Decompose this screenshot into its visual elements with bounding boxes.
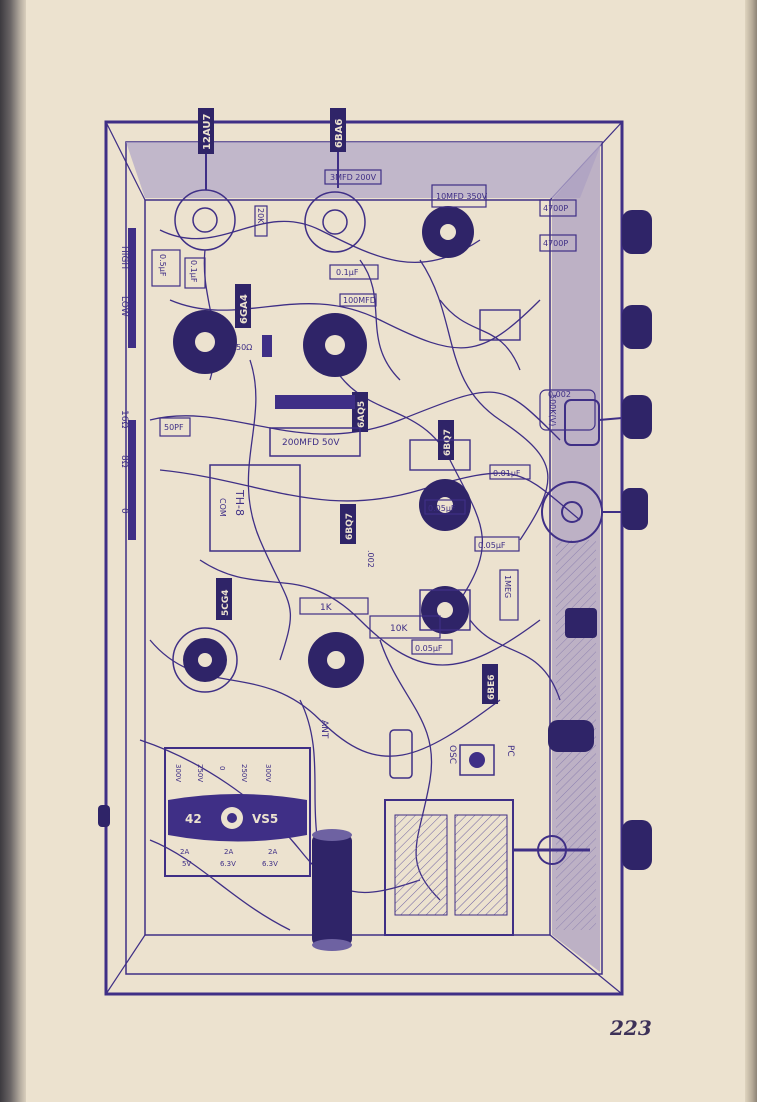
res-1meg: 1MEG (503, 575, 512, 598)
power-transformer-model: VS5 (252, 812, 278, 826)
pt-zero: 0 (218, 766, 226, 770)
pt-300v-a: 300V (174, 764, 182, 782)
tube-label-6ga4: 6GA4 (239, 294, 250, 324)
cap-100mfd: 100MFD (343, 296, 376, 305)
tube-socket-6bq7-top (422, 206, 474, 258)
cap-0-05uf-c: 0.05µF (415, 644, 443, 653)
pt-250v-a: 250V (196, 764, 204, 782)
page-edge (745, 0, 757, 1102)
res-50-ohm: 50Ω (236, 343, 252, 352)
label-zero: 0 (119, 508, 129, 514)
page-number: 223 (610, 1016, 652, 1040)
cap-002: .002 (366, 550, 375, 568)
cap-0-05uf-a: 0.05µF (428, 504, 456, 513)
label-high: HIGH (119, 246, 129, 269)
cap-0-5uf: 0.5µF (158, 254, 167, 277)
pt-2a-a: 2A (180, 848, 189, 856)
output-transformer-com: COM (218, 498, 227, 517)
cap-0-1uf-a: 0.1µF (189, 260, 198, 283)
tube-socket-6gaa (173, 310, 237, 374)
tube-label-6bq7-second: 6BQ7 (345, 513, 355, 540)
pt-6-3v-b: 6.3V (262, 860, 278, 868)
pt-5v: 5V (182, 860, 191, 868)
tube-socket-12au7 (174, 189, 236, 251)
tube-label-6aq5: 6AQ5 (357, 401, 367, 428)
book-binding-shadow (0, 0, 26, 1102)
power-transformer: 42 VS5 300V 250V 0 250V 300V 2A 2A 2A 5V… (164, 747, 311, 877)
label-osc: OSC (447, 745, 457, 764)
pt-250v-b: 250V (240, 764, 248, 782)
tube-tag-6bqc: 6BQ7 (340, 504, 356, 544)
tube-label-6ba6-top: 6BA6 (334, 119, 345, 148)
pt-2a-c: 2A (268, 848, 277, 856)
tube-socket-6ba6-lower (421, 586, 469, 634)
res-20k: 20K (256, 208, 265, 224)
label-8-ohm: 8Ω (119, 455, 129, 468)
tube-socket-6bq7-mid (419, 479, 471, 531)
filter-capacitor (312, 829, 352, 951)
pt-6-3v-a: 6.3V (220, 860, 236, 868)
tuning-capacitor (384, 799, 590, 936)
power-transformer-number: 42 (185, 812, 202, 826)
output-transformer-label: TH-8 (233, 489, 246, 516)
tube-socket-6aq5 (303, 313, 367, 377)
label-16-ohm: 16Ω (119, 410, 129, 428)
cap-50pf: 50PF (164, 423, 184, 432)
label-pc: PC (505, 745, 515, 757)
if-transformer-coils (409, 309, 521, 631)
cap-200mfd: 200MFD 50V (282, 438, 340, 448)
tube-socket-6ba6 (304, 191, 366, 253)
cap-4700p-a: 4700P (543, 204, 568, 213)
tube-label-6bq7: 6BQ7 (443, 429, 453, 456)
cap-10mfd: 10MFD 350V (436, 192, 488, 201)
tube-tag-6ga4: 6GA4 (235, 284, 251, 328)
tube-tag-6aq5: 6AQ5 (352, 392, 368, 432)
tube-label-6be6: 6BE6 (487, 674, 497, 700)
cap-0-1uf-b: 0.1µF (336, 268, 359, 277)
tube-label-5cg4: 5CG4 (221, 589, 231, 616)
capacitors-and-resistors: 0.5µF 0.1µF 20K 3MFD 200V 10MFD 350V 470… (151, 169, 596, 655)
band-switch (541, 481, 622, 543)
output-transformer: TH-8 COM (209, 464, 301, 552)
cap-4700p-b: 4700P (543, 239, 568, 248)
tube-socket-6be6 (308, 632, 364, 688)
tube-label-12au7: 12AU7 (202, 114, 213, 150)
antenna-osc-section: ANT OSC PC (319, 720, 515, 779)
tube-socket-5cg4 (172, 627, 238, 693)
cap-3mfd: 3MFD 200V (330, 173, 377, 182)
tube-tag-6be6: 6BE6 (482, 664, 498, 704)
res-500k: 500K(V) (548, 394, 557, 426)
cap-0-01uf: 0.01µF (493, 469, 521, 478)
res-1k: 1K (320, 603, 333, 613)
label-low: LOW (119, 296, 129, 317)
res-10k: 10K (390, 624, 408, 634)
tube-tag-5cg4: 5CG4 (216, 578, 232, 620)
cap-0-002: 0.002 (548, 390, 571, 399)
tube-tag-12au7: 12AU7 (198, 108, 214, 190)
pt-2a-b: 2A (224, 848, 233, 856)
label-ant: ANT (319, 720, 329, 739)
pt-300v-b: 300V (264, 764, 272, 782)
cap-0-05uf-b: 0.05µF (478, 541, 506, 550)
volume-control (564, 399, 623, 446)
left-terminal-strip: HIGH LOW 16Ω 8Ω 0 (119, 228, 136, 540)
front-panel-knobs (98, 210, 652, 870)
